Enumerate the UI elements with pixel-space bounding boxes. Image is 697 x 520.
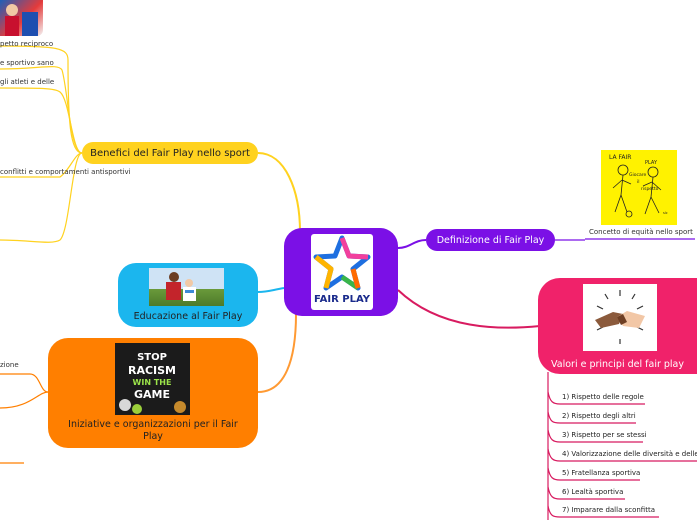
sketch-text-4: il	[637, 179, 640, 185]
valori-item-7: 7) Imparare dalla sconfitta	[562, 506, 655, 514]
valori-item-1: 1) Rispetto delle regole	[562, 393, 644, 401]
educazione-photo	[149, 268, 224, 306]
node-valori[interactable]: Valori e principi del fair play	[538, 278, 697, 374]
sketch-image: LA FAIR PLAY Giocare il rispetto slc	[601, 150, 677, 225]
node-iniziative[interactable]: STOP RACISM WIN THE GAME Iniziative e or…	[48, 338, 258, 448]
node-educazione[interactable]: Educazione al Fair Play	[118, 263, 258, 327]
node-definizione-label: Definizione di Fair Play	[436, 234, 545, 246]
central-node[interactable]: FAIR PLAY	[284, 228, 398, 316]
node-iniziative-label: Iniziative e organizzazioni per il Fair …	[68, 419, 238, 442]
sketch-text-2: PLAY	[645, 160, 658, 166]
label-rispetto-reciproco: petto reciproco	[0, 40, 54, 48]
valori-item-6: 6) Lealtà sportiva	[562, 488, 624, 496]
sketch-text-3: Giocare	[629, 172, 646, 178]
node-educazione-label: Educazione al Fair Play	[133, 311, 243, 322]
sketch-text-1: LA FAIR	[609, 154, 631, 161]
logo-text: FAIR PLAY	[313, 294, 371, 305]
node-definizione[interactable]: Definizione di Fair Play	[426, 229, 555, 251]
poster-stop: STOP	[137, 352, 167, 363]
node-benefici[interactable]: Benefici del Fair Play nello sport	[82, 142, 258, 164]
valori-item-2: 2) Rispetto degli altri	[562, 412, 636, 420]
label-zione: zione	[0, 361, 19, 369]
sketch-text-5: rispetto	[641, 186, 659, 192]
label-conflitti: conflitti e comportamenti antisportivi	[0, 168, 131, 176]
handshake-image	[583, 284, 657, 351]
stop-racism-poster: STOP RACISM WIN THE GAME	[115, 343, 190, 415]
valori-item-4: 4) Valorizzazione delle diversità e dell…	[562, 450, 697, 458]
valori-item-5: 5) Fratellanza sportiva	[562, 469, 641, 477]
poster-racism: RACISM	[128, 364, 176, 377]
node-benefici-label: Benefici del Fair Play nello sport	[90, 147, 250, 159]
label-atleti: gli atleti e delle	[0, 78, 55, 86]
label-sportivo-sano: e sportivo sano	[0, 59, 54, 67]
valori-item-3: 3) Rispetto per se stessi	[562, 431, 647, 439]
handshake-icon	[595, 290, 645, 344]
top-left-photo	[0, 0, 43, 36]
node-valori-label: Valori e principi del fair play	[551, 359, 684, 370]
poster-game: GAME	[134, 388, 170, 401]
fair-play-logo: FAIR PLAY	[311, 234, 373, 310]
poster-win-the: WIN THE	[133, 378, 172, 387]
label-concetto-equita: Concetto di equità nello sport	[589, 228, 693, 236]
star-icon	[313, 235, 371, 291]
sketch-signature: slc	[663, 211, 668, 215]
